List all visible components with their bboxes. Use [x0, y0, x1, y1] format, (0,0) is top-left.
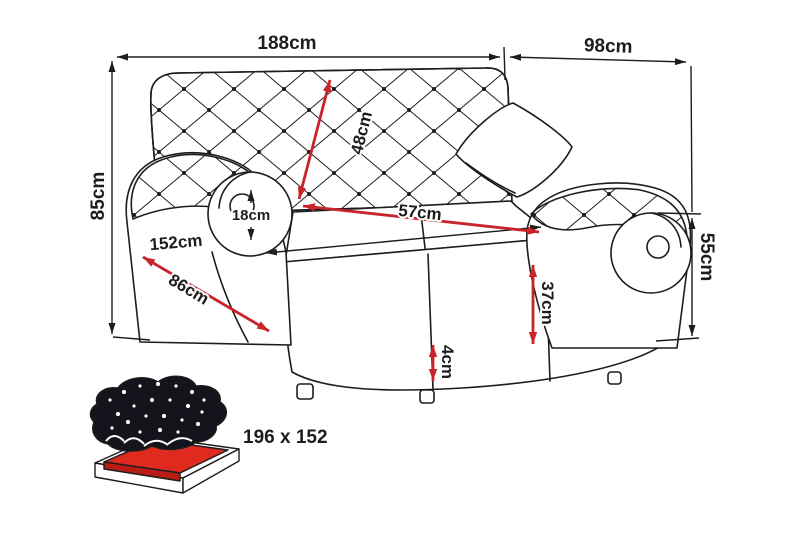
sofa-foot — [419, 389, 435, 404]
dim-arm-height-label: 55cm — [696, 233, 717, 282]
bed-mattress-front — [103, 461, 181, 482]
sofa-foot — [607, 371, 622, 385]
bed-cover-stars — [108, 381, 206, 434]
dim-bottom-left-tick — [112, 336, 151, 341]
pillow — [455, 102, 573, 198]
dim-backrest-height-line — [297, 79, 332, 200]
bed-cover-scallops — [105, 435, 193, 447]
dim-arm-diagonal-line — [142, 255, 270, 333]
bed-base-side — [182, 448, 240, 494]
dim-seat-depth-line — [302, 203, 540, 235]
sofa-bed-unfolded-icon — [89, 375, 240, 494]
sofa-drawing — [125, 67, 692, 404]
dim-separator-tick — [503, 46, 506, 81]
black-dimension-lines — [108, 46, 702, 342]
dim-seat-height-label: 37cm — [538, 281, 557, 324]
red-dimension-lines — [142, 79, 540, 381]
dim-arm-height-ext — [690, 65, 693, 213]
sofa-foot — [296, 383, 314, 400]
dim-back-width-label: 188cm — [257, 33, 316, 54]
right-arm-scroll-spiral — [650, 212, 682, 248]
dim-total-height-label: 85cm — [88, 172, 109, 221]
left-arm-scroll-spiral — [218, 171, 251, 209]
right-arm-scroll-center — [646, 235, 670, 259]
dim-depth-label: 98cm — [584, 35, 633, 58]
pillow-seam — [465, 162, 516, 194]
bed-cover — [89, 375, 227, 452]
dim-armroll-label: 18cm — [232, 207, 270, 224]
bed-size-label: 196 x 152 — [243, 427, 328, 448]
dim-arm-height-tick-top — [657, 212, 702, 215]
dim-clearance-label: 4cm — [438, 345, 457, 379]
dim-arm-height-tick-bottom — [655, 337, 700, 342]
dim-depth-line — [509, 53, 687, 66]
